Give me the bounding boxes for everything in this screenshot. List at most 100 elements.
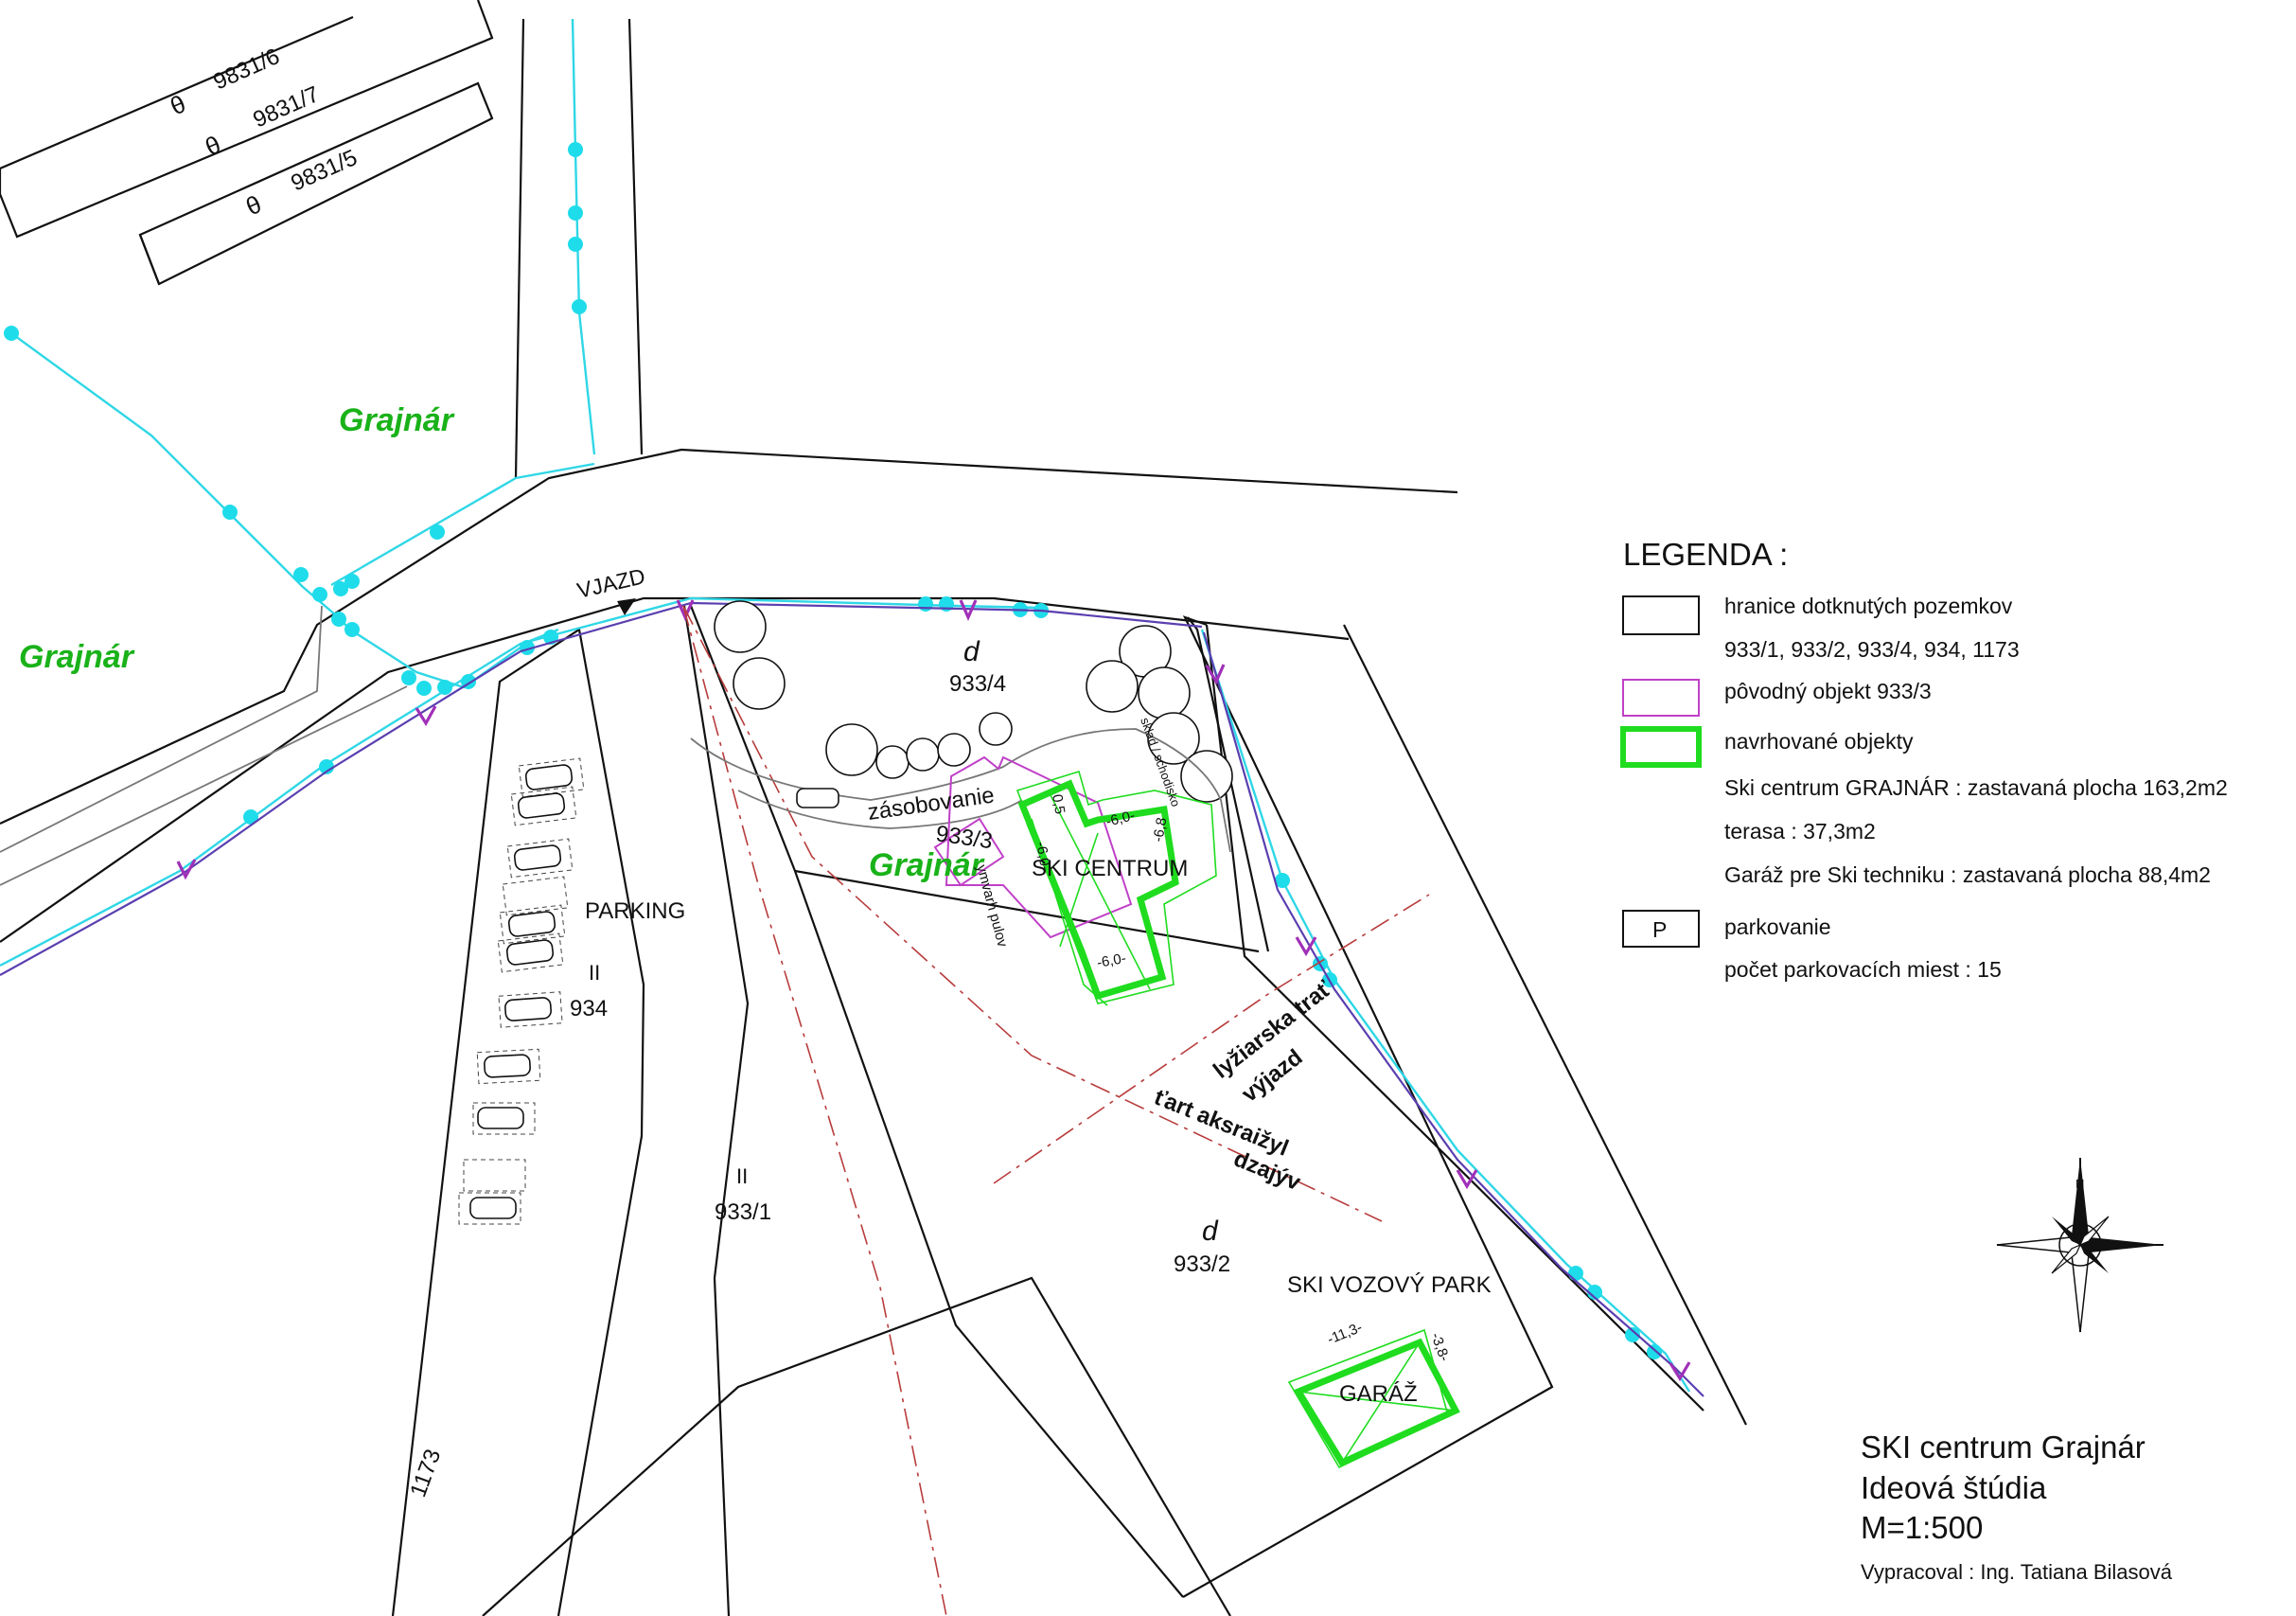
utility-node xyxy=(1625,1327,1640,1342)
legend-title: LEGENDA : xyxy=(1623,537,1788,572)
car-icon xyxy=(507,911,556,937)
vjazd-label: VJAZD xyxy=(574,563,647,603)
car-icon xyxy=(477,1107,524,1129)
tree-icon xyxy=(825,723,878,776)
north-arrow-icon: N xyxy=(1996,1158,2164,1333)
utility-node xyxy=(222,505,238,520)
dimension-label: -6,0- xyxy=(1096,950,1127,971)
proposed-ski-centrum xyxy=(1016,770,1217,1006)
parcel-label: 933/4 xyxy=(949,671,1006,697)
parcel-label: θ xyxy=(201,130,224,161)
legend-text: Ski centrum GRAJNÁR : zastavaná plocha 1… xyxy=(1724,775,2228,800)
legend-text: hranice dotknutých pozemkov xyxy=(1724,594,2013,618)
utility-node xyxy=(572,299,587,314)
title-project: SKI centrum Grajnár xyxy=(1861,1430,2146,1465)
tree-icon xyxy=(714,600,767,653)
utility-node xyxy=(437,680,452,695)
ski-centrum-label: SKI CENTRUM xyxy=(1032,856,1188,881)
parcel-label: 9831/7 xyxy=(249,81,323,133)
title-author: Vypracoval : Ing. Tatiana Bilasová xyxy=(1861,1560,2173,1584)
legend-text: parkovanie xyxy=(1724,915,1831,939)
parcel-label: θ xyxy=(241,189,265,221)
tree-icon xyxy=(1086,660,1139,713)
car-icon xyxy=(484,1054,531,1078)
dimension-label: 0,5 xyxy=(1049,793,1068,815)
car-icon xyxy=(513,844,562,871)
land-code: d xyxy=(963,636,980,667)
utility-node xyxy=(4,326,19,341)
proposed-garage xyxy=(1287,1328,1460,1469)
utility-node xyxy=(243,809,258,825)
service-road xyxy=(690,728,1231,853)
car-icon xyxy=(469,1197,517,1219)
land-code: d xyxy=(1202,1216,1219,1247)
dimension-label: -6,0- xyxy=(1033,841,1053,872)
utility-node xyxy=(416,681,432,696)
v-marker xyxy=(176,859,197,880)
parking-label: PARKING xyxy=(585,898,685,924)
dimension-label: -11,3- xyxy=(1325,1320,1365,1348)
legend-text: pôvodný objekt 933/3 xyxy=(1724,679,1932,703)
tree-icon xyxy=(875,745,910,779)
utility-node xyxy=(293,567,309,582)
legend-text: terasa : 37,3m2 xyxy=(1724,819,1876,844)
utility-node xyxy=(333,581,348,596)
entrance-arrow-icon xyxy=(617,598,636,615)
parcel-label: 934 xyxy=(570,996,608,1021)
tree-icon xyxy=(733,657,786,710)
utility-node xyxy=(568,237,583,252)
utility-node xyxy=(1587,1285,1602,1300)
legend-text: počet parkovacích miest : 15 xyxy=(1724,957,2002,982)
tree-cluster xyxy=(714,600,1233,803)
tree-icon xyxy=(906,737,940,772)
legend-swatch-proposed xyxy=(1620,726,1702,768)
road-boundaries xyxy=(0,18,1747,1616)
place-label: Grajnár xyxy=(869,847,985,883)
legend-text: navrhované objekty xyxy=(1724,729,1914,754)
garage-label: GARÁŽ xyxy=(1339,1381,1418,1407)
ski-route-lines xyxy=(682,605,1430,1616)
tree-icon xyxy=(937,733,971,767)
place-label: Grajnár xyxy=(339,402,455,438)
parcel-label: θ xyxy=(166,89,189,120)
dimension-label: -6,8 xyxy=(1150,816,1170,843)
utility-node xyxy=(344,622,360,637)
car-icon xyxy=(524,764,574,790)
ramp-label: ymvarh pulov xyxy=(973,863,1011,950)
tree-icon xyxy=(1147,712,1200,765)
title-block: SKI centrum Grajnár Ideová štúdia M=1:50… xyxy=(1861,1430,2173,1584)
utility-node xyxy=(331,612,346,627)
utility-node xyxy=(319,759,334,774)
map-labels: Grajnár Grajnár Grajnár VJAZD PARKING II… xyxy=(19,402,1492,1501)
v-marker xyxy=(676,599,695,621)
place-label: Grajnár xyxy=(19,639,135,675)
dimension-label: -6,0- xyxy=(1104,808,1137,830)
v-marker xyxy=(1205,664,1226,685)
legend-symbol-parking: P xyxy=(1652,917,1667,942)
tree-icon xyxy=(979,712,1013,746)
utility-node xyxy=(1647,1344,1662,1359)
legend-swatch-original xyxy=(1622,679,1700,717)
v-marker xyxy=(415,705,437,727)
utility-node xyxy=(1275,873,1290,888)
legend-text: 933/1, 933/2, 933/4, 934, 1173 xyxy=(1724,637,2020,662)
legend-swatch-parking xyxy=(1622,910,1700,948)
tree-icon xyxy=(1138,666,1191,719)
legend: LEGENDA : hranice dotknutých pozemkov 93… xyxy=(1620,537,2228,982)
utility-node xyxy=(568,205,583,221)
land-code: II xyxy=(589,961,600,985)
original-building-933-3 xyxy=(933,755,1133,939)
utility-node xyxy=(312,587,327,602)
title-scale: M=1:500 xyxy=(1861,1510,1983,1545)
legend-swatch-boundary xyxy=(1622,595,1700,635)
v-marker xyxy=(1669,1361,1691,1382)
car-icon xyxy=(796,788,839,808)
ski-route-label: ťart aksraižyl xyxy=(1151,1085,1292,1162)
utility-node xyxy=(401,670,416,685)
car-icon xyxy=(504,997,552,1021)
parcel-label: 933/1 xyxy=(715,1199,771,1225)
parcels-9831: θ 9831/6 θ 9831/7 θ 9831/5 xyxy=(0,0,494,286)
parcel-label: 933/2 xyxy=(1174,1252,1230,1277)
utility-node xyxy=(568,142,583,157)
